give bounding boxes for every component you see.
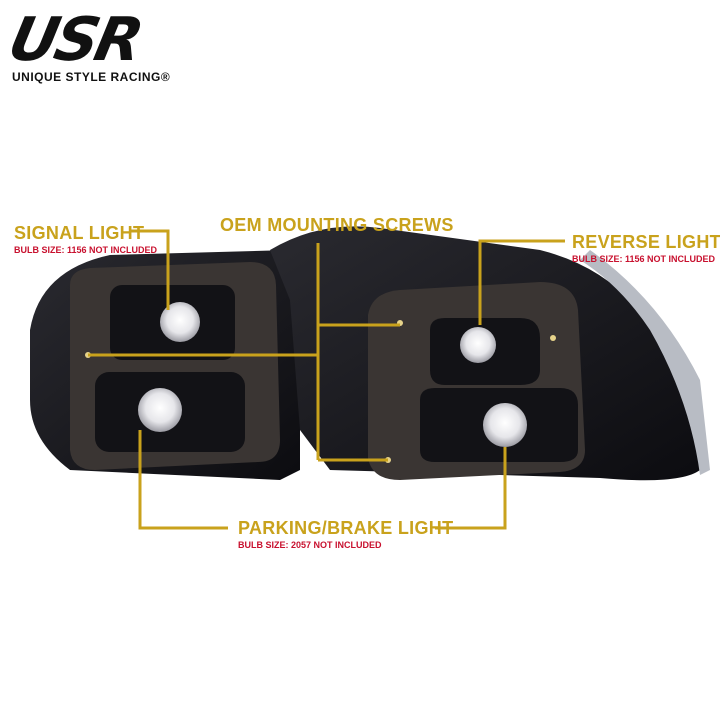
callout-reverse-light: REVERSE LIGHT BULB SIZE: 1156 NOT INCLUD… (572, 232, 720, 264)
reverse-bulb (460, 327, 496, 363)
signal-light-title: SIGNAL LIGHT (14, 223, 145, 243)
signal-bulb (160, 302, 200, 342)
callout-oem-mounting-screws: OEM MOUNTING SCREWS (220, 215, 454, 236)
callout-lines (88, 229, 565, 530)
brand-logo: USR UNIQUE STYLE RACING® (3, 5, 250, 84)
callout-signal-light: SIGNAL LIGHT BULB SIZE: 1156 NOT INCLUDE… (14, 223, 157, 255)
logo-tagline: UNIQUE STYLE RACING® (12, 70, 171, 84)
parking-brake-title: PARKING/BRAKE LIGHT (238, 518, 454, 538)
reverse-bulb-size: BULB SIZE: 1156 NOT INCLUDED (572, 254, 716, 264)
callout-parking-brake-light: PARKING/BRAKE LIGHT BULB SIZE: 2057 NOT … (238, 518, 453, 550)
reverse-light-title: REVERSE LIGHT (572, 232, 720, 252)
signal-bulb-size: BULB SIZE: 1156 NOT INCLUDED (14, 245, 158, 255)
screw-right-edge (550, 335, 556, 341)
parking-bulb-right (483, 403, 527, 447)
parking-bulb-size: BULB SIZE: 2057 NOT INCLUDED (238, 540, 382, 550)
parking-bulb-left (138, 388, 182, 432)
oem-screws-title: OEM MOUNTING SCREWS (220, 215, 454, 235)
chrome-edge (580, 250, 710, 475)
